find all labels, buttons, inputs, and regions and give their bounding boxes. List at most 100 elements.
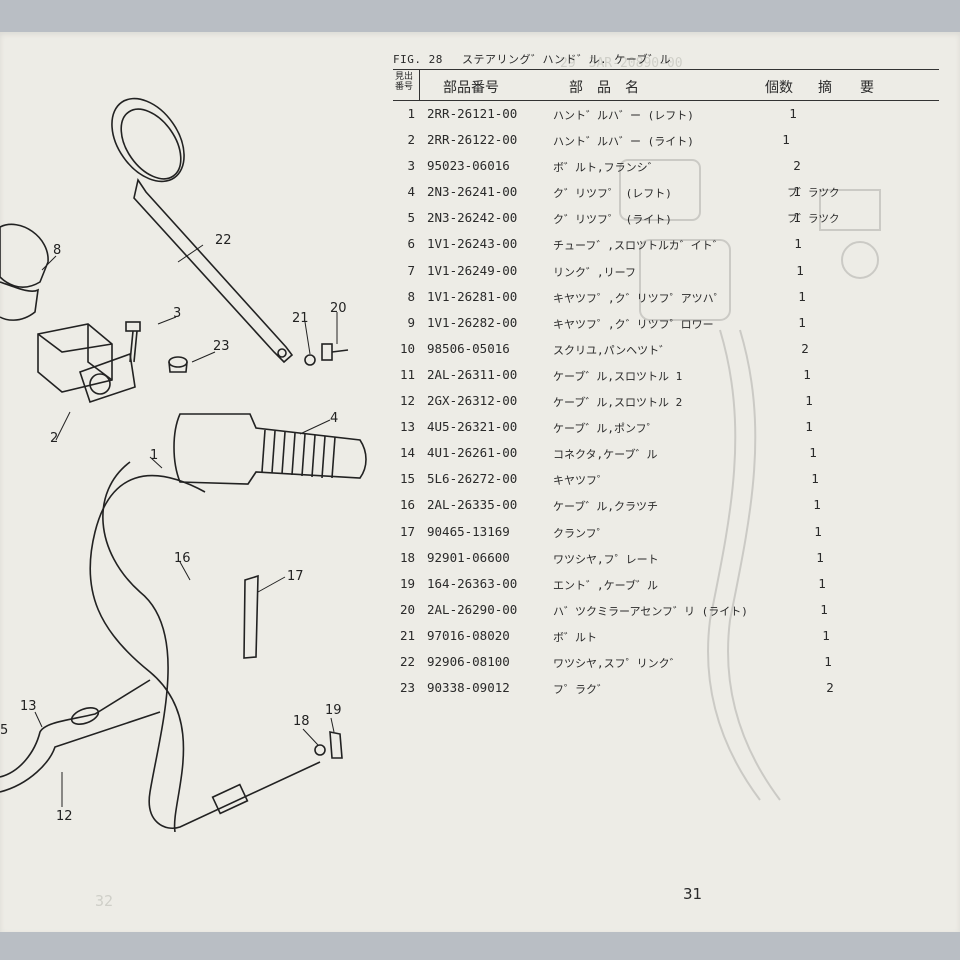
ref-no-cell: 2 <box>407 132 415 148</box>
remarks-cell: フ゛ラツク <box>787 213 840 226</box>
quantity-cell: 1 <box>793 210 801 226</box>
part-number-cell: 92901-06600 <box>427 549 510 565</box>
callout-13: 13 <box>20 699 37 714</box>
ref-no-cell: 18 <box>399 549 415 565</box>
ref-no-cell: 9 <box>407 314 415 330</box>
part-name-cell: クランフ゜ <box>553 526 608 540</box>
part-number-cell: 1V1-26243-00 <box>427 236 518 252</box>
mirror-head <box>111 97 185 183</box>
part-number-cell: 1V1-26282-00 <box>427 314 518 330</box>
part-number-cell: 5L6-26272-00 <box>427 471 518 487</box>
callout-21: 20 <box>330 301 347 316</box>
header-part-name: 部 品 名 <box>569 80 639 96</box>
part-number-cell: 2N3-26241-00 <box>427 184 518 200</box>
ref-no-cell: 22 <box>399 653 415 669</box>
header-part-no: 部品番号 <box>443 80 499 96</box>
quantity-cell: 2 <box>801 340 809 356</box>
callout-17: 17 <box>287 569 304 584</box>
quantity-cell: 1 <box>793 184 801 200</box>
part-name-cell: ケーブ゛ル,スロツトル 1 <box>553 369 683 383</box>
part-name-cell: ハント゛ルハ゛ー (ライト) <box>553 135 694 149</box>
ref-no-cell: 12 <box>399 393 415 409</box>
ref-no-cell: 16 <box>399 497 415 513</box>
quantity-cell: 1 <box>820 601 828 617</box>
part-name-cell: ボ゛ルト,フランシ゛ <box>553 161 659 175</box>
ref-no-cell: 15 <box>399 471 415 487</box>
figure-name: ステアリング゛ハンド゛ル. ケーブ゛ル <box>461 53 672 66</box>
table-row: 6 1V1-26243-00 チューフ゛,スロツトルカ゛イト゛ 1 <box>393 231 939 257</box>
callout-8: 8 <box>53 243 61 258</box>
ref-no-cell: 11 <box>399 366 415 382</box>
callout-1: 1 <box>150 448 158 463</box>
part-name-cell: ケーブ゛ル,スロツトル 2 <box>553 396 683 410</box>
part-number-cell: 92906-08100 <box>427 653 510 669</box>
ref-no-cell: 23 <box>399 680 415 696</box>
quantity-cell: 1 <box>811 471 819 487</box>
ref-no-cell: 4 <box>407 184 415 200</box>
header-remarks: 摘 要 <box>818 80 874 96</box>
mirror-stem <box>133 177 294 364</box>
part-number-cell: 2AL-26335-00 <box>427 497 518 513</box>
part-number-cell: 90465-13169 <box>427 523 510 539</box>
quantity-cell: 1 <box>822 627 830 643</box>
part-name-cell: スクリユ,パンヘツト゛ <box>553 343 671 357</box>
quantity-cell: 1 <box>809 445 817 461</box>
part-number-cell: 97016-08020 <box>427 627 510 643</box>
quantity-cell: 1 <box>798 314 806 330</box>
throttle-grip <box>173 413 367 485</box>
part-name-cell: ボ゛ルト <box>553 630 597 644</box>
ref-no-cell: 7 <box>407 262 415 278</box>
ref-no-cell: 1 <box>407 106 415 121</box>
part-name-cell: ハ゛ツクミラーアセンフ゛リ (ライト) <box>553 604 748 618</box>
part-name-cell: ク゛リツフ゜ (ライト) <box>553 213 672 227</box>
bleed-page-number: 32 <box>95 892 114 910</box>
ref-no-cell: 3 <box>407 158 415 174</box>
page-number: 31 <box>683 885 703 903</box>
quantity-cell: 1 <box>805 419 813 435</box>
part-name-cell: ク゛リツフ゜ (レフト) <box>553 187 672 201</box>
callout-12: 12 <box>56 809 73 824</box>
callout-20: 22 <box>215 233 232 248</box>
part-number-cell: 2RR-26121-00 <box>427 106 518 121</box>
exploded-diagram: 22 8 3 23 4 21 20 1 16 17 2 13 12 18 19 … <box>0 32 400 833</box>
part-name-cell: チューフ゛,スロツトルカ゛イト゛ <box>553 239 724 253</box>
quantity-cell: 1 <box>796 262 804 278</box>
callout-2: 2 <box>50 431 58 446</box>
part-number-cell: 2RR-26122-00 <box>427 132 518 148</box>
callout-23: 23 <box>213 339 230 354</box>
part-name-cell: ワツシヤ,フ゜レート <box>553 552 659 566</box>
quantity-cell: 1 <box>794 236 802 252</box>
bleed-text <box>610 890 623 909</box>
header-qty: 個数 <box>765 80 793 96</box>
callout-19: 19 <box>325 703 342 718</box>
quantity-cell: 1 <box>805 393 813 409</box>
ref-no-cell: 5 <box>407 210 415 226</box>
callout-4: 4 <box>330 411 338 426</box>
part-name-cell: ケーブ゛ル,ポンフ゜ <box>553 422 658 436</box>
handlebar-switch <box>37 323 113 393</box>
part-number-cell: 164-26363-00 <box>427 575 518 591</box>
cable-clamp <box>243 574 259 659</box>
part-name-cell: リンク゛,リーフ <box>553 265 636 279</box>
quantity-cell: 1 <box>813 497 821 513</box>
quantity-cell: 1 <box>818 575 826 591</box>
ref-no-cell: 14 <box>399 445 415 461</box>
ref-no-cell: 6 <box>407 236 415 252</box>
part-number-cell: 2AL-26290-00 <box>427 601 518 617</box>
